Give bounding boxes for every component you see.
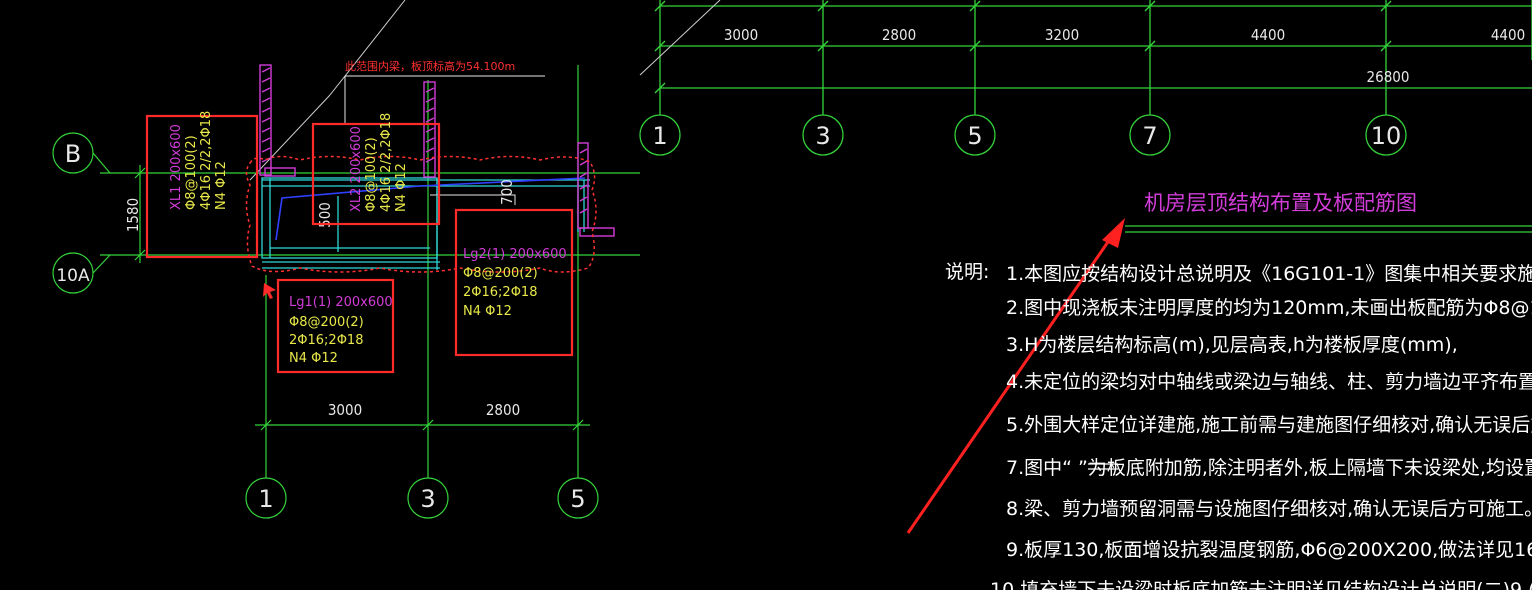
note-item: 10.填充墙下未设梁时板底加筋未注明详见结构设计总说明(二)9.(7)条 [990,579,1532,590]
dim-label-700: 700 [498,179,516,205]
rebar-line [275,177,586,241]
beam-bars: 4Φ16 2/2,2Φ18 [199,111,214,210]
beam-tag-xl2[interactable]: XL2 200x600 Φ8@100(2) 4Φ16 2/2,2Φ18 N4 Φ… [311,113,441,226]
highlight-box [145,114,259,259]
beam-title: XL1 200x600 [169,124,184,210]
note-item: 9.板厚130,板面增设抗裂温度钢筋,Φ6@200X200,做法详见16G101… [1006,539,1532,561]
leader-lines [249,0,721,181]
axis-bubble-5 [557,477,599,519]
note-item: 3.H为楼层结构标高(m),见层高表,h为楼板厚度(mm), [1006,334,1458,356]
beam-tag-lg1[interactable]: Lg1(1) 200x600 Φ8@200(2) 2Φ16;2Φ18 N4 Φ1… [276,278,395,374]
beam-side-bars: N4 Φ12 [394,163,409,212]
beam-side-bars: N4 Φ12 [214,161,229,210]
dim-label: 2800 [882,26,916,44]
title-underline [1125,225,1532,233]
detail-grid [52,65,640,519]
notes: 说明: 1.本图应按结构设计总说明及《16G101-1》图集中相关要求施工。 2… [945,261,1532,590]
detail-labels: B 10A 1 3 5 3000 2800 1580 500 700 [56,140,585,513]
beam-side-bars: N4 Φ12 [289,351,338,366]
note-item: 5.外围大样定位详建施,施工前需与建施图仔细核对,确认无误后方可施工。 [1006,414,1532,436]
note-item: 4.未定位的梁均对中轴线或梁边与轴线、柱、剪力墙边平齐布置,或梁中线过柱形 [1006,371,1532,393]
top-plan [639,0,1532,156]
dim-label-side: 1580 [124,198,142,232]
drawing-title: 机房层顶结构布置及板配筋图 [1144,191,1417,215]
highlight-box [276,278,395,374]
notes-label: 说明: [945,261,989,283]
wall-mid [423,81,436,178]
beam-title: XL2 200x600 [349,126,364,212]
axis-label: 1 [652,122,667,150]
beam-bars: 4Φ16 2/2,2Φ18 [379,113,394,212]
axis-label: 5 [967,122,982,150]
axis-label-10A: 10A [56,266,90,286]
beam-title: Lg2(1) 200x600 [463,247,567,262]
dim-label: 2800 [486,401,520,419]
axis-label: 3 [815,122,830,150]
axis-bubble-5-top [954,114,996,156]
axis-bubble-3 [407,477,449,519]
beam-bars: 2Φ16;2Φ18 [289,333,363,348]
dim-label: 4400 [1251,26,1285,44]
beam-title: Lg1(1) 200x600 [289,295,393,310]
dim-label-500: 500 [316,202,334,228]
highlight-box [454,208,574,357]
axis-bubble-7-top [1129,114,1171,156]
dim-label: 3000 [724,26,758,44]
axis-bubble-1-top [639,114,681,156]
dim-label: 3000 [328,401,362,419]
red-note: 此范围内梁，板顶标高为54.100m [345,59,515,73]
note-frame [344,75,545,205]
highlight-box [311,122,441,226]
top-plan-labels: 3000 2800 3200 4400 4400 26800 1 3 5 7 1… [652,26,1525,150]
beam-tag-xl1[interactable]: XL1 200x600 Φ8@100(2) 4Φ16 2/2,2Φ18 N4 Φ… [145,111,259,259]
note-item: 2.图中现浇板未注明厚度的均为120mm,未画出板配筋为Φ8@150双层双向布 [1006,297,1532,319]
axis-bubble-3-top [802,114,844,156]
axis-label: 10 [1371,122,1402,150]
axis-bubble-10-top [1365,114,1407,156]
axis-label: 7 [1142,122,1157,150]
axis-bubble-1 [245,477,287,519]
note-item: 8.梁、剪力墙预留洞需与设施图仔细核对,确认无误后方可施工。图中水电设备预 [1006,498,1532,520]
beam-stirrup: Φ8@200(2) [463,266,538,281]
note-item: 1.本图应按结构设计总说明及《16G101-1》图集中相关要求施工。 [1006,263,1532,285]
revision-cloud [245,155,597,273]
beam-tag-lg2[interactable]: Lg2(1) 200x600 Φ8@200(2) 2Φ16;2Φ18 N4 Φ1… [454,208,574,357]
axis-label: 3 [420,485,435,513]
beam-stirrup: Φ8@200(2) [289,315,364,330]
beam-side-bars: N4 Φ12 [463,304,512,319]
axis-label-B: B [65,140,81,168]
walls [259,64,615,237]
beam-stirrup: Φ8@100(2) [364,137,379,212]
cursor-arrow-icon [263,283,276,299]
dim-total-label: 26800 [1367,68,1410,86]
beam-bars: 2Φ16;2Φ18 [463,285,537,300]
dim-label: 3200 [1045,26,1079,44]
axis-label: 1 [258,485,273,513]
axis-label: 5 [570,485,585,513]
red-arrow-icon [906,218,1125,534]
beam-stirrup: Φ8@100(2) [184,135,199,210]
dim-label: 4400 [1491,26,1525,44]
note-item: 7.图中“ ”为板底附加筋,除注明者外,板上隔墙下未设梁处,均设置2Φ12 [1006,457,1532,479]
